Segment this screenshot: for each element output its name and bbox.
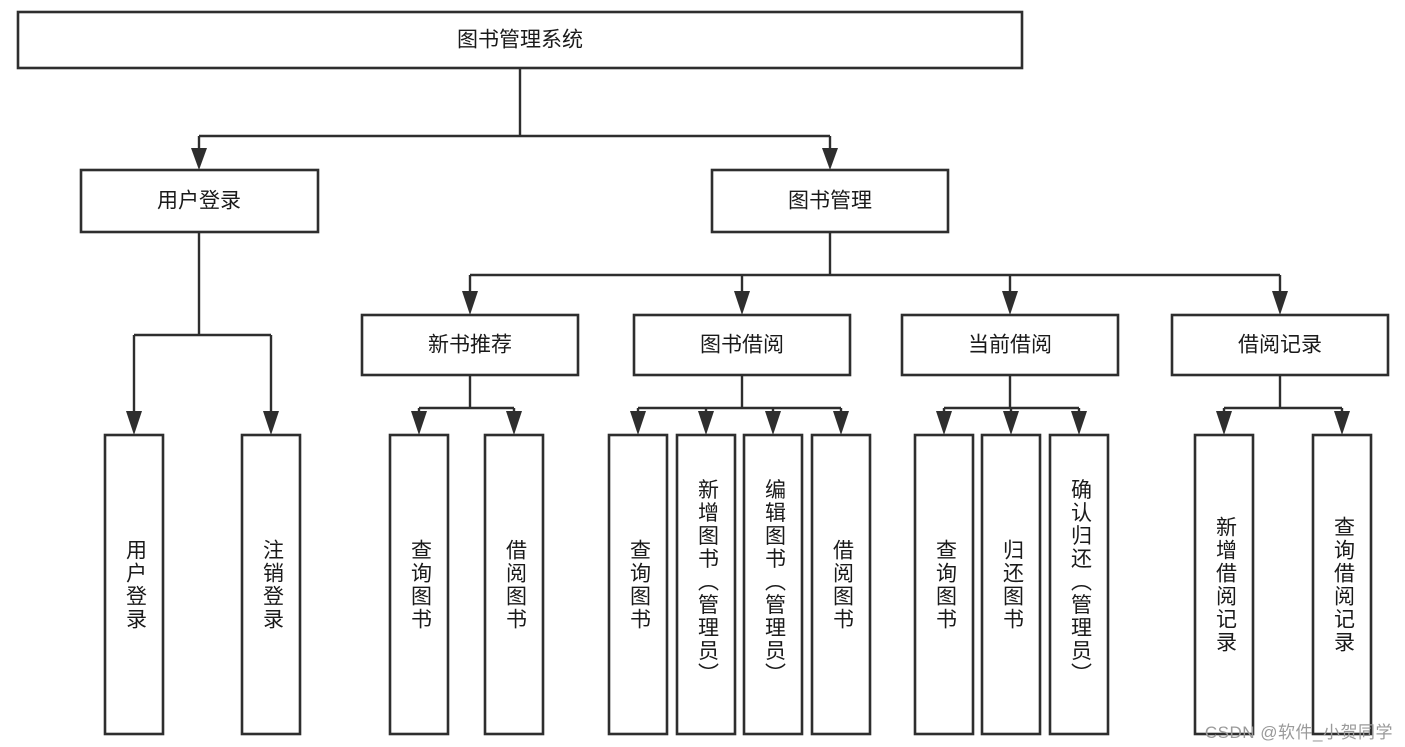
leaf-borrow-query-book-label: 查询图书 (627, 539, 651, 631)
arrowhead-leaf-user-login (126, 411, 142, 435)
arrowhead-leaf-logout (263, 411, 279, 435)
node-current-borrow[interactable]: 当前借阅 (900, 313, 1120, 377)
leaf-current-confirm-return-box[interactable] (1048, 433, 1110, 736)
leaf-record-query-box[interactable] (1311, 433, 1373, 736)
arrowhead-bookmgmt (822, 148, 838, 170)
node-current-borrow-box[interactable] (900, 313, 1120, 377)
arrowhead-current-return (1003, 411, 1019, 435)
leaf-user-login[interactable]: 用户登录 (103, 433, 165, 736)
leaf-logout[interactable]: 注销登录 (240, 433, 302, 736)
arrowhead-current-confirm (1071, 411, 1087, 435)
node-new-book-recommend-box[interactable] (360, 313, 580, 377)
node-new-book-recommend[interactable]: 新书推荐 (360, 313, 580, 377)
node-borrow-record-box[interactable] (1170, 313, 1390, 377)
arrowhead-borrow-add (698, 411, 714, 435)
arrowhead-newbook-borrow (506, 411, 522, 435)
leaf-record-add-label: 新增借阅记录 (1213, 516, 1237, 654)
leaf-current-confirm-return-label: 确认归还（管理员） (1068, 479, 1092, 686)
leaf-newbook-borrow-book[interactable]: 借阅图书 (483, 433, 545, 736)
node-book-borrow[interactable]: 图书借阅 (632, 313, 852, 377)
arrowhead-record-query (1334, 411, 1350, 435)
arrowhead-borrowrecord (1272, 291, 1288, 315)
connector-edges (126, 68, 1350, 435)
leaf-current-confirm-return[interactable]: 确认归还（管理员） (1048, 433, 1110, 736)
leaf-borrow-add-book-label: 新增图书（管理员） (695, 479, 719, 686)
leaf-borrow-add-book-box[interactable] (675, 433, 737, 736)
arrowhead-borrow-edit (765, 411, 781, 435)
leaf-newbook-query-book-label: 查询图书 (408, 539, 432, 631)
node-book-borrow-box[interactable] (632, 313, 852, 377)
leaf-newbook-query-book-box[interactable] (388, 433, 450, 736)
node-root-label: 图书管理系统 (457, 29, 583, 52)
node-book-management-label: 图书管理 (788, 190, 872, 213)
node-user-login-box[interactable] (79, 168, 320, 234)
leaf-record-query[interactable]: 查询借阅记录 (1311, 433, 1373, 736)
leaf-newbook-borrow-book-box[interactable] (483, 433, 545, 736)
leaf-borrow-add-book[interactable]: 新增图书（管理员） (675, 433, 737, 736)
node-root-system[interactable]: 图书管理系统 (16, 10, 1024, 70)
leaf-current-query-book[interactable]: 查询图书 (913, 433, 975, 736)
arrowhead-userlogin (191, 148, 207, 170)
leaf-record-add-box[interactable] (1193, 433, 1255, 736)
arrowhead-borrow-query (630, 411, 646, 435)
leaf-borrow-edit-book-box[interactable] (742, 433, 804, 736)
leaf-borrow-lend-book-box[interactable] (810, 433, 872, 736)
leaf-user-login-box[interactable] (103, 433, 165, 736)
leaf-logout-box[interactable] (240, 433, 302, 736)
leaf-current-return-book-box[interactable] (980, 433, 1042, 736)
node-borrow-record-label: 借阅记录 (1238, 334, 1322, 357)
node-book-borrow-label: 图书借阅 (700, 334, 784, 357)
leaf-borrow-edit-book-label: 编辑图书（管理员） (762, 479, 786, 686)
node-current-borrow-label: 当前借阅 (968, 334, 1052, 357)
leaf-user-login-label: 用户登录 (123, 539, 147, 631)
node-root-box[interactable] (16, 10, 1024, 70)
node-borrow-record[interactable]: 借阅记录 (1170, 313, 1390, 377)
leaf-current-return-book[interactable]: 归还图书 (980, 433, 1042, 736)
leaf-record-query-label: 查询借阅记录 (1331, 516, 1355, 654)
arrowhead-bookborrow (734, 291, 750, 315)
leaf-newbook-query-book[interactable]: 查询图书 (388, 433, 450, 736)
leaf-logout-label: 注销登录 (260, 539, 284, 631)
leaf-current-return-book-label: 归还图书 (1000, 539, 1024, 631)
node-new-book-recommend-label: 新书推荐 (428, 334, 512, 357)
node-user-login[interactable]: 用户登录 (79, 168, 320, 234)
arrowhead-borrow-lend (833, 411, 849, 435)
leaf-borrow-edit-book[interactable]: 编辑图书（管理员） (742, 433, 804, 736)
node-book-management-box[interactable] (710, 168, 950, 234)
leaf-current-query-book-box[interactable] (913, 433, 975, 736)
arrowhead-newbook-query (411, 411, 427, 435)
leaf-newbook-borrow-book-label: 借阅图书 (503, 539, 527, 631)
arrowhead-current-query (936, 411, 952, 435)
arrowhead-currentborrow (1002, 291, 1018, 315)
node-book-management[interactable]: 图书管理 (710, 168, 950, 234)
node-user-login-label: 用户登录 (157, 190, 241, 213)
leaf-borrow-query-book-box[interactable] (607, 433, 669, 736)
leaf-borrow-query-book[interactable]: 查询图书 (607, 433, 669, 736)
leaf-borrow-lend-book-label: 借阅图书 (830, 539, 854, 631)
leaf-borrow-lend-book[interactable]: 借阅图书 (810, 433, 872, 736)
arrowhead-record-add (1216, 411, 1232, 435)
leaf-record-add[interactable]: 新增借阅记录 (1193, 433, 1255, 736)
leaf-current-query-book-label: 查询图书 (933, 539, 957, 631)
arrowhead-newbook (462, 291, 478, 315)
